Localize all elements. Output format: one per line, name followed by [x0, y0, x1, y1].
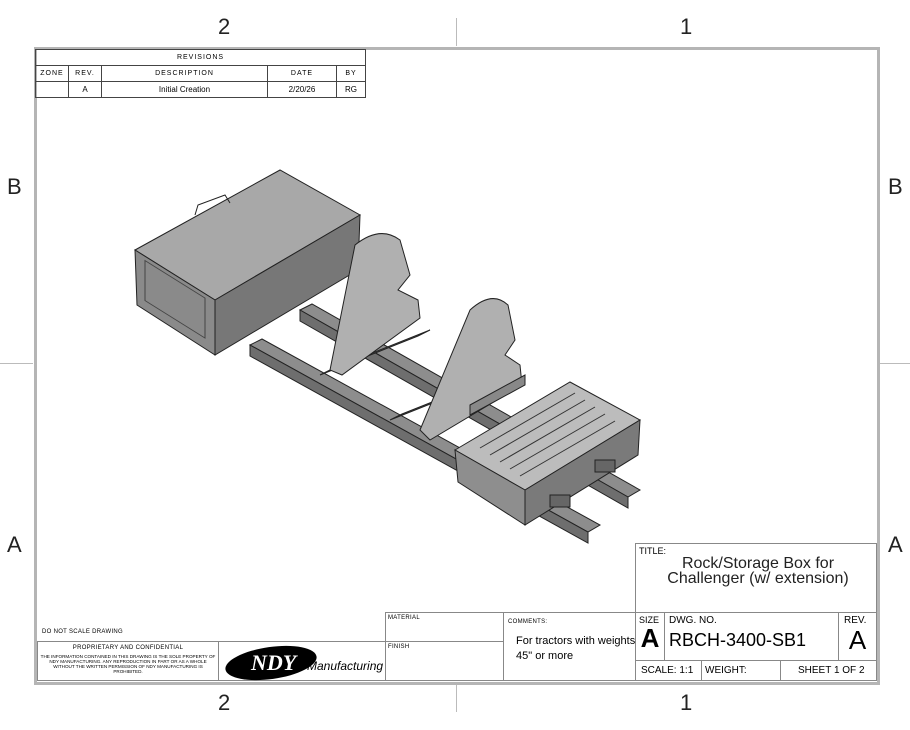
sheet-number: SHEET 1 OF 2 — [780, 660, 877, 681]
comments-text: For tractors with weights 45" or more — [516, 635, 636, 662]
material-field: MATERIAL — [385, 612, 504, 642]
zone-divider — [878, 363, 910, 364]
sheet-border — [34, 47, 880, 685]
revisions-table: REVISIONS ZONE REV. DESCRIPTION DATE BY … — [35, 49, 366, 98]
zone-divider — [456, 18, 457, 46]
zone-top-2: 2 — [218, 14, 231, 39]
company-logo: NDY Manufacturing — [218, 640, 386, 686]
zone-divider — [456, 682, 457, 712]
finish-field: FINISH — [385, 641, 504, 681]
dwg-no-box: DWG. NO. RBCH-3400-SB1 — [664, 612, 839, 661]
zone-top-1: 1 — [680, 14, 693, 39]
proprietary-title: PROPRIETARY AND CONFIDENTIAL — [72, 645, 184, 651]
weight: WEIGHT: — [701, 660, 781, 681]
zone-bottom-1: 1 — [680, 690, 693, 715]
table-row: A Initial Creation 2/20/26 RG — [35, 81, 366, 98]
size-box: SIZE A — [635, 612, 665, 661]
zone-divider — [0, 363, 33, 364]
do-not-scale-note: DO NOT SCALE DRAWING — [42, 629, 124, 635]
mount-plate — [329, 233, 526, 441]
rev-box: REV. A — [838, 612, 877, 661]
comments-box: COMMENTS: For tractors with weights 45" … — [503, 612, 636, 681]
zone-left-a: A — [7, 532, 22, 557]
storage-box — [134, 169, 362, 356]
zone-right-a: A — [888, 532, 903, 557]
dwg-no: RBCH-3400-SB1 — [669, 630, 807, 650]
title-box: TITLE: Rock/Storage Box for Challenger (… — [635, 543, 877, 613]
proprietary-box: PROPRIETARY AND CONFIDENTIAL THE INFORMA… — [37, 641, 219, 681]
proprietary-text: THE INFORMATION CONTAINED IN THIS DRAWIN… — [40, 654, 216, 674]
zone-right-b: B — [888, 174, 903, 199]
drawing-title: Rock/Storage Box for Challenger (w/ exte… — [667, 555, 849, 587]
zone-bottom-2: 2 — [218, 690, 231, 715]
zone-left-b: B — [7, 174, 22, 199]
rock-basket — [454, 381, 642, 526]
scale: SCALE: 1:1 — [635, 660, 702, 681]
